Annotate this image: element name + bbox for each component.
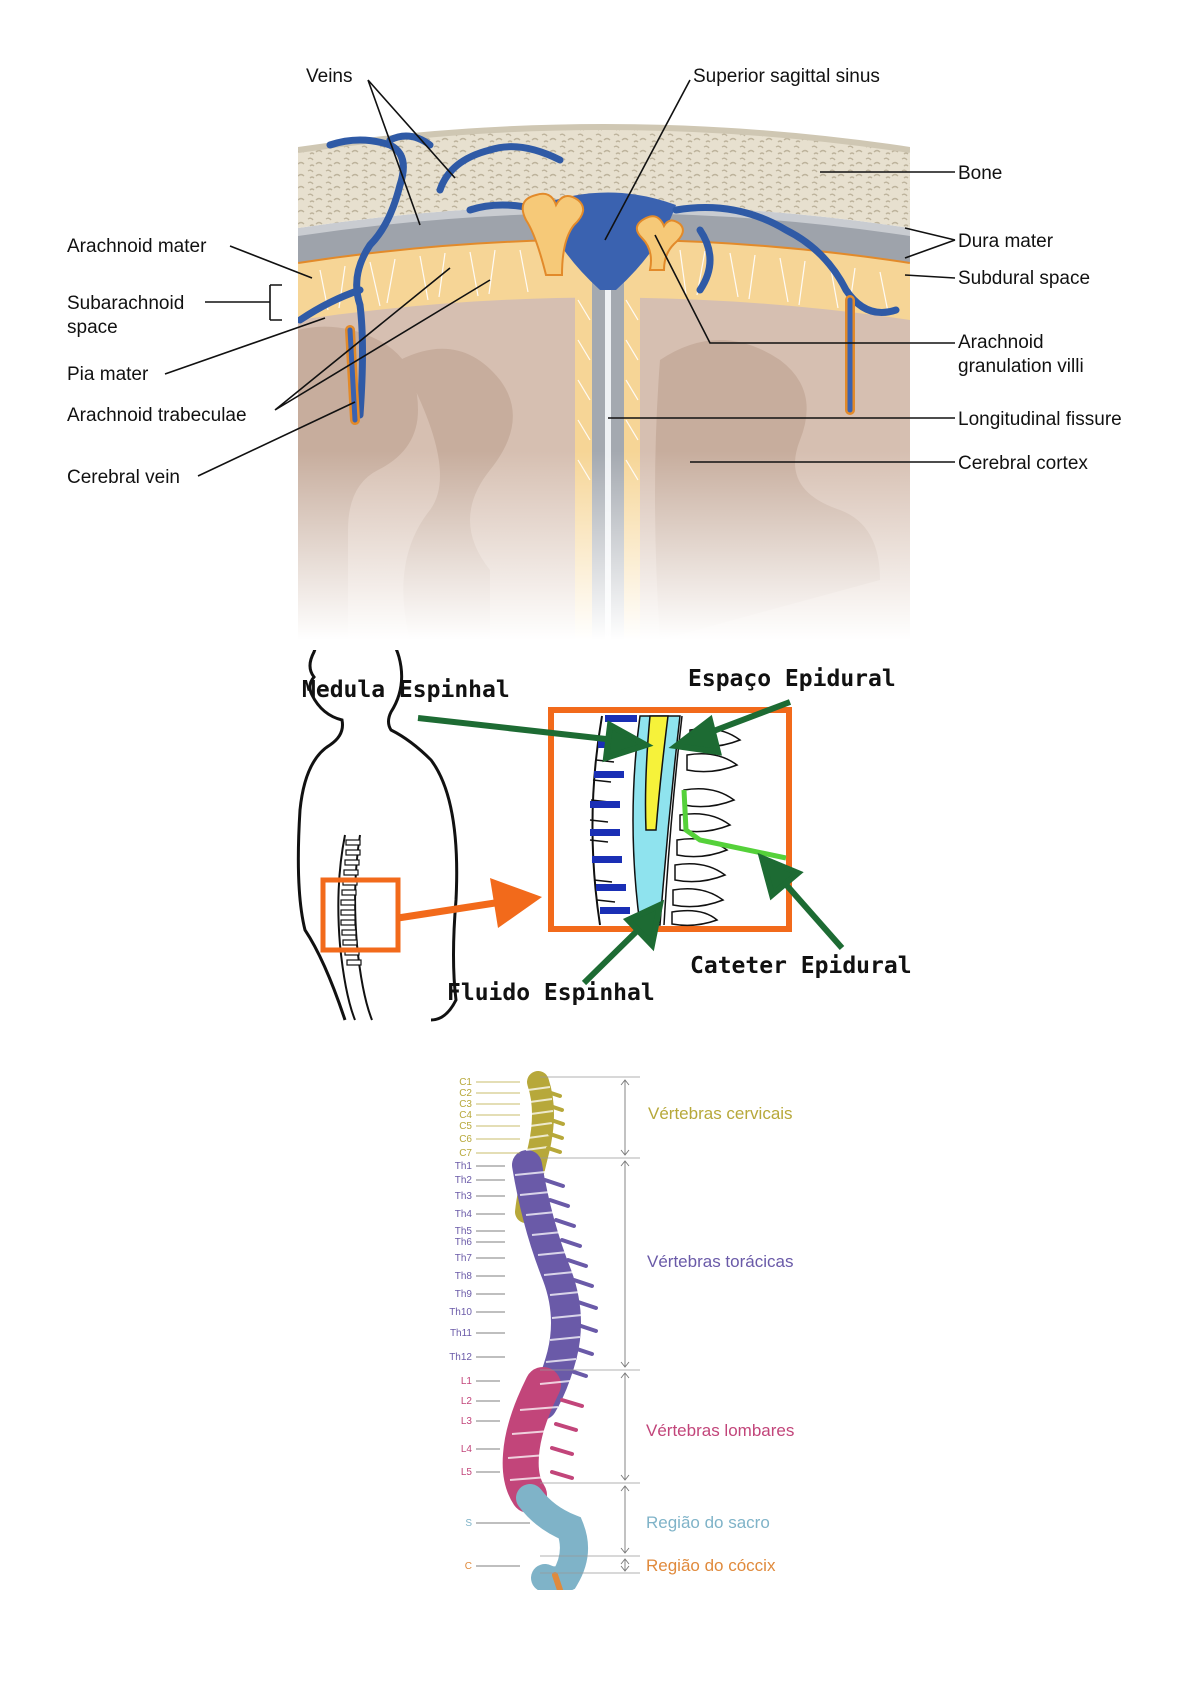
region-bracket-arrow-4-top <box>620 1558 630 1565</box>
label-cerebral-vein: Cerebral vein <box>67 467 180 488</box>
epidural-diagram: Medula Espinhal Espaço Epidural Fluido E… <box>0 650 1191 1040</box>
vertebra-label-c6: C6 <box>459 1134 472 1145</box>
region-bracket-arrow-1-top <box>620 1160 630 1167</box>
label-arachnoid-mater: Arachnoid mater <box>67 236 207 257</box>
label-espaco-epidural: Espaço Epidural <box>688 666 896 692</box>
vertebra-label-th6: Th6 <box>455 1237 473 1248</box>
region-bracket-arrow-3-top <box>620 1485 630 1492</box>
vertebra-label-c4: C4 <box>459 1110 472 1121</box>
label-subarachnoid-space-2: space <box>67 317 118 338</box>
vertebra-label-c1: C1 <box>459 1077 472 1088</box>
label-arachnoid-granulation-2: granulation villi <box>958 356 1084 377</box>
region-bracket-arrow-4-bottom <box>620 1565 630 1572</box>
label-longitudinal-fissure: Longitudinal fissure <box>958 409 1122 430</box>
label-pia-mater: Pia mater <box>67 364 149 385</box>
vertebra-label-l4: L4 <box>461 1444 473 1455</box>
vertebra-label-th5: Th5 <box>455 1226 473 1237</box>
region-bracket-arrow-0-top <box>620 1079 630 1086</box>
vertebra-label-c5: C5 <box>459 1121 472 1132</box>
region-coccyx: Região do cóccix <box>646 1556 776 1575</box>
epidural-illustration: Medula Espinhal Espaço Epidural Fluido E… <box>296 650 912 1022</box>
vertebra-label-l5: L5 <box>461 1467 473 1478</box>
vertebra-label-s: S <box>465 1518 472 1529</box>
region-cervical: Vértebras cervicais <box>648 1104 793 1123</box>
small-focus-frame <box>320 877 401 953</box>
vertebra-label-th10: Th10 <box>449 1307 472 1318</box>
region-bracket-arrow-2-top <box>620 1372 630 1379</box>
label-superior-sagittal-sinus: Superior sagittal sinus <box>693 66 880 87</box>
label-arachnoid-granulation-1: Arachnoid <box>958 332 1044 353</box>
vertebra-label-c2: C2 <box>459 1088 472 1099</box>
label-dura-mater: Dura mater <box>958 231 1054 252</box>
vertebra-label-th11: Th11 <box>450 1328 472 1339</box>
region-bracket-arrow-1-bottom <box>620 1361 630 1368</box>
region-lumbar: Vértebras lombares <box>646 1421 794 1440</box>
region-bracket-arrow-3-bottom <box>620 1547 630 1554</box>
label-subarachnoid-space-1: Subarachnoid <box>67 293 184 314</box>
vertebra-label-c3: C3 <box>459 1099 472 1110</box>
label-fluido-espinhal: Fluido Espinhal <box>447 980 655 1006</box>
label-cateter-epidural: Cateter Epidural <box>690 953 912 979</box>
vertebra-label-l2: L2 <box>461 1396 473 1407</box>
vertebra-label-th3: Th3 <box>455 1191 473 1202</box>
label-veins: Veins <box>306 66 352 87</box>
label-cerebral-cortex: Cerebral cortex <box>958 453 1088 474</box>
label-subdural-space: Subdural space <box>958 268 1090 289</box>
zoomed-spine <box>589 715 787 927</box>
vertebra-label-l1: L1 <box>461 1376 473 1387</box>
spine-illustration: C1C2C3C4C5C6C7Th1Th2Th3Th4Th5Th6Th7Th8Th… <box>449 1071 794 1590</box>
human-silhouette <box>296 650 459 1022</box>
small-spine <box>337 834 373 1021</box>
label-arachnoid-trabeculae: Arachnoid trabeculae <box>67 405 247 426</box>
vertebra-label-th7: Th7 <box>455 1253 473 1264</box>
region-bracket-arrow-0-bottom <box>620 1149 630 1156</box>
region-thoracic: Vértebras torácicas <box>647 1252 793 1271</box>
vertebra-label-th12: Th12 <box>449 1352 472 1363</box>
vertebra-label-th9: Th9 <box>455 1289 473 1300</box>
zoom-arrow <box>490 878 542 928</box>
catheter-line <box>681 789 787 861</box>
vertebra-label-c: C <box>465 1561 472 1572</box>
region-sacral: Região do sacro <box>646 1513 770 1532</box>
pointer-arrows <box>417 699 845 986</box>
label-bone: Bone <box>958 163 1002 184</box>
label-medula-espinhal: Medula Espinhal <box>302 677 510 703</box>
vertebra-label-c7: C7 <box>459 1148 472 1159</box>
meninges-diagram: Veins Superior sagittal sinus Bone Dura … <box>0 0 1191 640</box>
vertebra-label-th8: Th8 <box>455 1271 473 1282</box>
meninges-illustration: Veins Superior sagittal sinus Bone Dura … <box>67 66 1122 640</box>
vertebra-label-th4: Th4 <box>455 1209 473 1220</box>
vertebra-label-th1: Th1 <box>455 1161 473 1172</box>
vertebra-label-l3: L3 <box>461 1416 473 1427</box>
vertebra-label-th2: Th2 <box>455 1175 473 1186</box>
vertebral-column <box>502 1071 598 1590</box>
region-bracket-arrow-2-bottom <box>620 1474 630 1481</box>
